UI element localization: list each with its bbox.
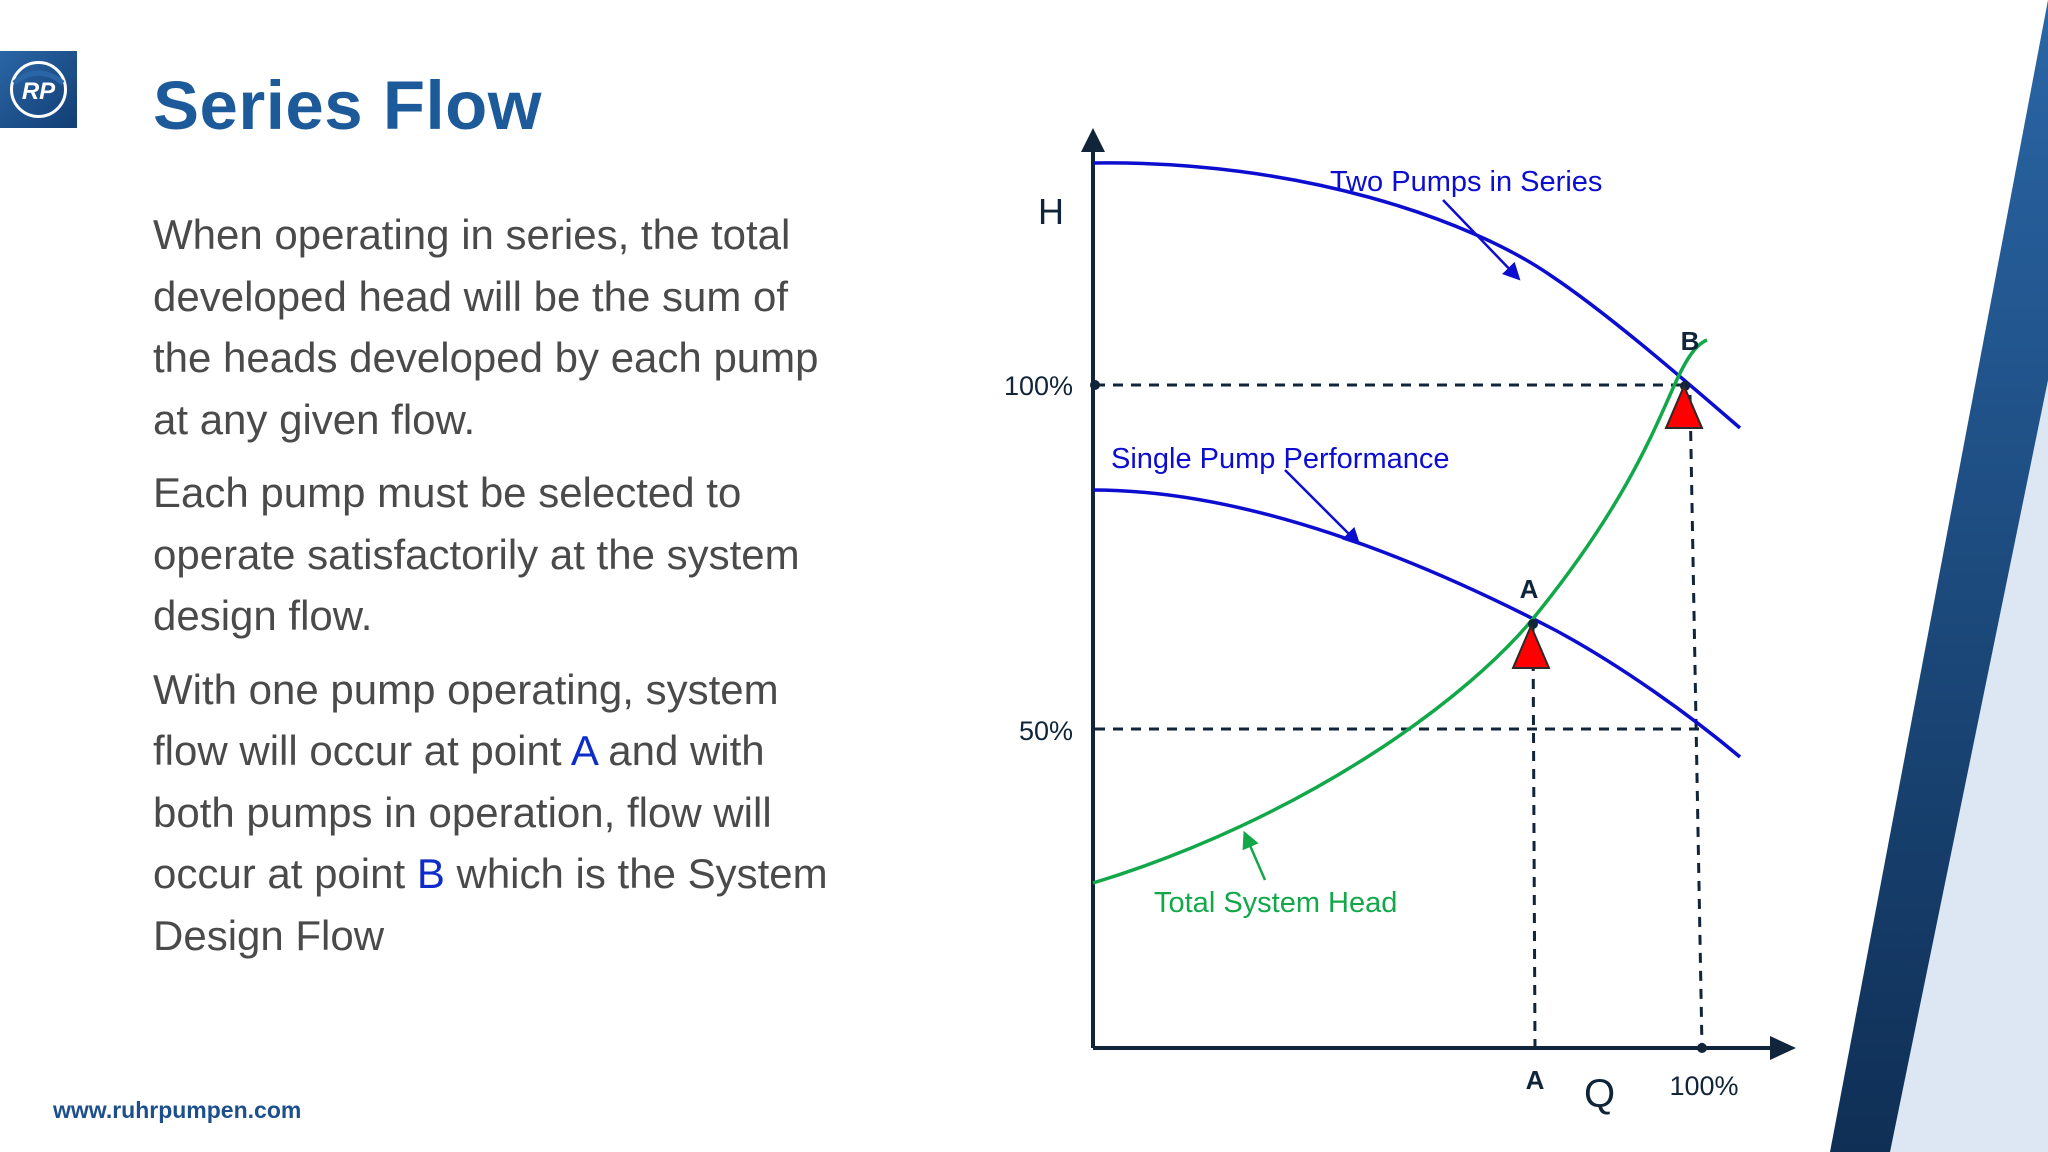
point-a-marker [1511,623,1551,669]
paragraph-3-part3: which is the System Design Flow [153,850,828,959]
logo-text: RP [22,78,56,105]
point-a-label: A [1520,574,1539,604]
y-axis-arrow [1081,128,1105,152]
system-label: Total System Head [1154,887,1397,919]
two-pumps-curve [1092,161,1742,430]
paragraph-2: Each pump must be selected to operate sa… [153,469,800,639]
y-tick-100: 100% [1004,371,1073,401]
company-logo: RP [0,51,77,128]
paragraph-3-part2: and with both pumps in operation, flow w… [153,727,772,897]
tick-dot-100 [1090,380,1100,390]
system-pointer [1242,830,1267,881]
point-a-highlight: A [570,727,597,774]
point-b-marker [1664,383,1704,429]
two-pumps-label: Two Pumps in Series [1330,166,1602,198]
paragraph-3: With one pump operating, system flow wil… [153,659,833,967]
point-b-label: B [1681,326,1700,356]
single-pump-curve [1092,488,1742,759]
point-b-highlight: B [416,850,445,897]
system-curve [1092,338,1708,885]
paragraph-1: When operating in series, the total deve… [153,211,819,443]
x-axis-arrow [1770,1036,1796,1060]
x-axis-label: Q [1584,1072,1615,1116]
y-axis-label: H [1038,191,1064,232]
two-pumps-pointer [1442,199,1521,281]
footer-url[interactable]: www.ruhrpumpen.com [53,1097,302,1123]
paragraph-3-part1: With one pump operating, system flow wil… [153,665,779,775]
single-pump-label: Single Pump Performance [1111,443,1450,475]
y-tick-50: 50% [1019,716,1073,746]
x-tick-100: 100% [1669,1071,1738,1101]
tick-dot-x100 [1697,1043,1707,1053]
single-pump-pointer [1284,469,1361,546]
page-title: Series Flow [153,67,542,144]
ref-line-a-vertical [1531,624,1537,1049]
x-tick-a: A [1526,1065,1545,1095]
body-text: When operating in series, the total deve… [153,204,833,978]
